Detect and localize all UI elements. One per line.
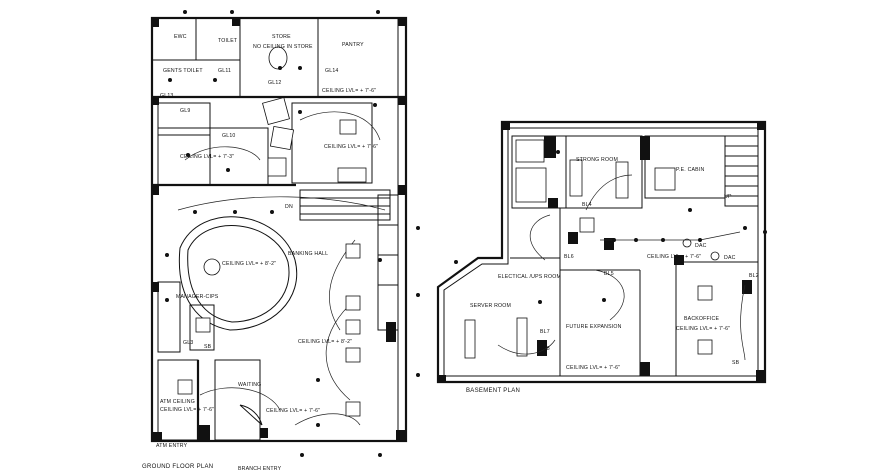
store-note: NO CEILING IN STORE <box>253 44 313 50</box>
ceiling-level-atm: CEILING LVL= + 7'-6" <box>160 407 214 413</box>
tag-bl7: BL7 <box>540 329 550 335</box>
room-label-server-room: SERVER ROOM <box>470 303 511 309</box>
tag-sb-basement: SB <box>732 360 740 366</box>
ceiling-level-basement-center: CEILING LVL= + 7'-6" <box>647 254 701 260</box>
ceiling-level-left: CEILING LVL= + 7'-3" <box>180 154 234 160</box>
tag-bl2: BL2 <box>749 273 759 279</box>
room-label-strong-room: STRONG ROOM <box>576 157 618 163</box>
room-label-waiting: WAITING <box>238 382 261 388</box>
ceiling-level-cabin: CEILING LVL= + 7'-6" <box>324 144 378 150</box>
room-label-atm-entry: ATM ENTRY <box>156 443 188 449</box>
ceiling-level-hall-bottom: CEILING LVL= + 7'-6" <box>266 408 320 414</box>
atm-ceiling-prefix: ATM CEILING <box>160 399 195 405</box>
stair-up: UP <box>724 194 732 200</box>
tag-gl10: GL10 <box>222 133 236 139</box>
room-label-store: STORE <box>272 34 291 40</box>
ground-floor-outer-wall <box>150 16 408 443</box>
room-label-manager-cips: MANAGER-CIPS <box>176 294 219 300</box>
room-label-banking-hall: BANKING HALL <box>288 251 328 257</box>
room-label-pantry: PANTRY <box>342 42 364 48</box>
room-label-ewc: EWC <box>174 34 187 40</box>
ceiling-level-basement-bottom: CEILING LVL= + 7'-6" <box>566 365 620 371</box>
ceiling-level-backoffice: CEILING LVL= + 7'-6" <box>676 326 730 332</box>
ground-floor-title: GROUND FLOOR PLAN <box>142 464 213 470</box>
basement-outer-wall <box>436 120 767 384</box>
room-label-toilet: TOILET <box>218 38 238 44</box>
tag-bl6: BL6 <box>564 254 574 260</box>
room-label-future-expansion: FUTURE EXPANSION <box>566 324 622 330</box>
ceiling-level-top: CEILING LVL= + 7'-6" <box>322 88 376 94</box>
tag-bl8: BL8 <box>540 346 550 352</box>
tag-gl3: GL3 <box>183 340 193 346</box>
room-label-branch-entry: BRANCH ENTRY <box>238 466 282 472</box>
tag-gl11: GL11 <box>218 68 231 74</box>
room-label-backoffice: BACKOFFICE <box>684 316 719 322</box>
tag-dac-2: DAC <box>724 255 736 261</box>
tag-gl12: GL12 <box>268 80 282 86</box>
ceiling-level-hall: CEILING LVL= + 8'-2" <box>298 339 352 345</box>
room-label-pe-cabin: P.E. CABIN <box>676 167 704 173</box>
tag-gl13: GL13 <box>160 93 174 99</box>
ground-floor-plan: EWC TOILET STORE NO CEILING IN STORE PAN… <box>142 10 420 472</box>
ceiling-level-curve: CEILING LVL= + 8'-2" <box>222 261 276 267</box>
tag-dac-1: DAC <box>695 243 707 249</box>
tag-bl5: BL5 <box>604 271 614 277</box>
tag-sb: SB <box>204 344 212 350</box>
room-label-electrical-ups: ELECTICAL /UPS ROOM <box>498 274 561 280</box>
room-label-gents-toilet: GENTS TOILET <box>163 68 203 74</box>
basement-title: BASEMENT PLAN <box>466 388 520 394</box>
tag-gl9: GL9 <box>180 108 190 114</box>
stair-dn: DN <box>285 204 293 210</box>
tag-gl14: GL14 <box>325 68 339 74</box>
tag-bl4: BL4 <box>582 202 592 208</box>
basement-plan: STRONG ROOM P.E. CABIN UP BL4 CEILING LV… <box>436 120 767 394</box>
